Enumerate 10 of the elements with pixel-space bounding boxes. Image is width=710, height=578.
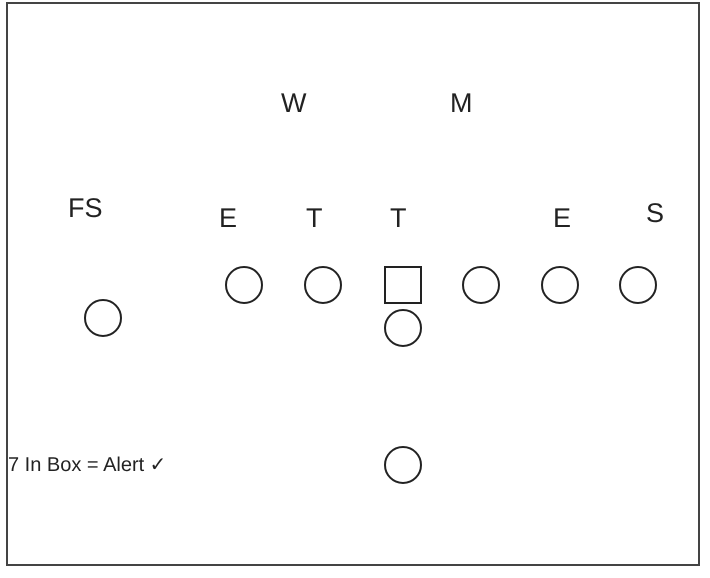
position-label: E (553, 205, 572, 232)
note-text: 7 In Box = Alert ✓ (8, 455, 167, 475)
position-label: W (281, 90, 306, 117)
position-label: T (390, 205, 406, 232)
position-label: M (450, 90, 472, 117)
position-label: FS (68, 195, 103, 222)
position-label: S (646, 200, 664, 227)
center-square (384, 266, 422, 304)
position-label: E (219, 205, 238, 232)
position-label: T (306, 205, 322, 232)
